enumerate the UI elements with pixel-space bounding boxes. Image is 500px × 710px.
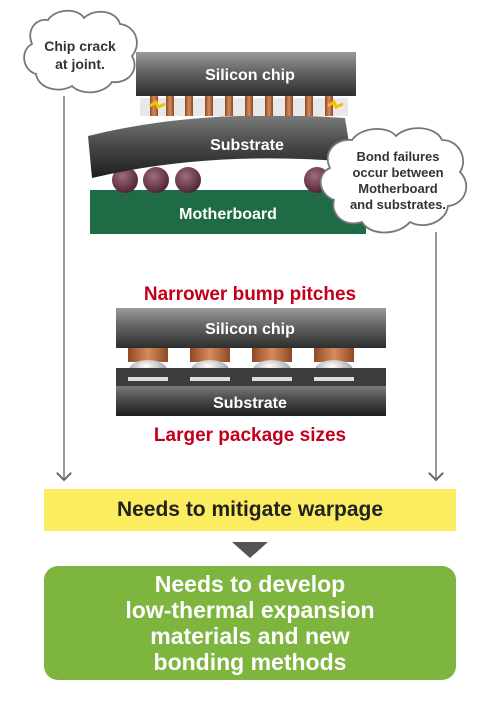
substrate-label-middle: Substrate: [213, 395, 287, 412]
develop-materials-box: Needs to develop low-thermal expansion m…: [44, 566, 456, 680]
crack-mark-left: [149, 99, 166, 109]
motherboard: [90, 190, 366, 234]
substrate-middle: [116, 386, 386, 416]
mitigate-warpage-box: Needs to mitigate warpage: [44, 489, 456, 531]
develop-line-3: materials and new: [150, 623, 350, 649]
bond-failures-line-3: Motherboard: [358, 181, 438, 196]
silicon-chip-middle: [116, 308, 386, 348]
bond-failures-line-2: occur between: [352, 165, 443, 180]
copper-pillars: [128, 348, 354, 362]
chip-crack-line-2: at joint.: [55, 56, 105, 72]
warped-substrate: [88, 115, 352, 178]
motherboard-label: Motherboard: [179, 206, 277, 223]
chip-crack-line-1: Chip crack: [44, 38, 116, 54]
develop-line-1: Needs to develop: [154, 571, 346, 597]
bond-failures-line-1: Bond failures: [356, 149, 439, 164]
crack-mark-right: [327, 99, 344, 109]
narrower-bump-heading: Narrower bump pitches: [144, 284, 356, 305]
bond-failures-line-4: and substrates.: [350, 197, 446, 212]
middle-package: Silicon chip Substrate: [116, 308, 386, 416]
silicon-chip-top: [136, 52, 356, 96]
chip-label-top: Silicon chip: [205, 67, 295, 84]
top-package: Motherboard Substrate: [88, 52, 366, 234]
chip-label-middle: Silicon chip: [205, 321, 295, 338]
down-triangle-icon: [232, 542, 268, 558]
larger-package-footer: Larger package sizes: [154, 425, 346, 446]
develop-line-2: low-thermal expansion: [125, 597, 375, 623]
pads: [128, 377, 354, 381]
solder-balls: [112, 167, 330, 193]
mitigate-warpage-text: Needs to mitigate warpage: [116, 498, 384, 521]
bond-failures-callout: Bond failures occur between Motherboard …: [319, 127, 468, 234]
chip-crack-callout: Chip crack at joint.: [23, 9, 138, 94]
develop-line-4: bonding methods: [153, 649, 347, 675]
substrate-label-top: Substrate: [210, 137, 284, 154]
